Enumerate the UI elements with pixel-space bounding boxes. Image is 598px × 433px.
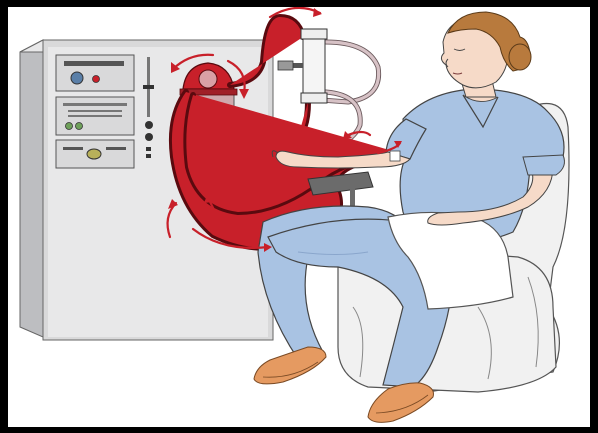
- knob-icon: [145, 121, 153, 129]
- shoe-icon: [368, 383, 433, 422]
- control-module-bottom: [56, 140, 134, 168]
- knob-icon: [145, 133, 153, 141]
- shoe-icon: [254, 347, 326, 384]
- illustration-panel: [8, 7, 590, 427]
- blue-knob-icon: [71, 72, 83, 84]
- yellow-button-icon: [87, 149, 101, 159]
- dialysis-illustration: [8, 7, 590, 427]
- control-module-middle: [56, 97, 134, 135]
- green-led-icon: [76, 123, 83, 130]
- indicator-light-icon: [93, 76, 100, 83]
- green-led-icon: [66, 123, 73, 130]
- machine-side: [20, 40, 43, 337]
- bandage-icon: [390, 151, 400, 161]
- control-module-top: [56, 55, 134, 91]
